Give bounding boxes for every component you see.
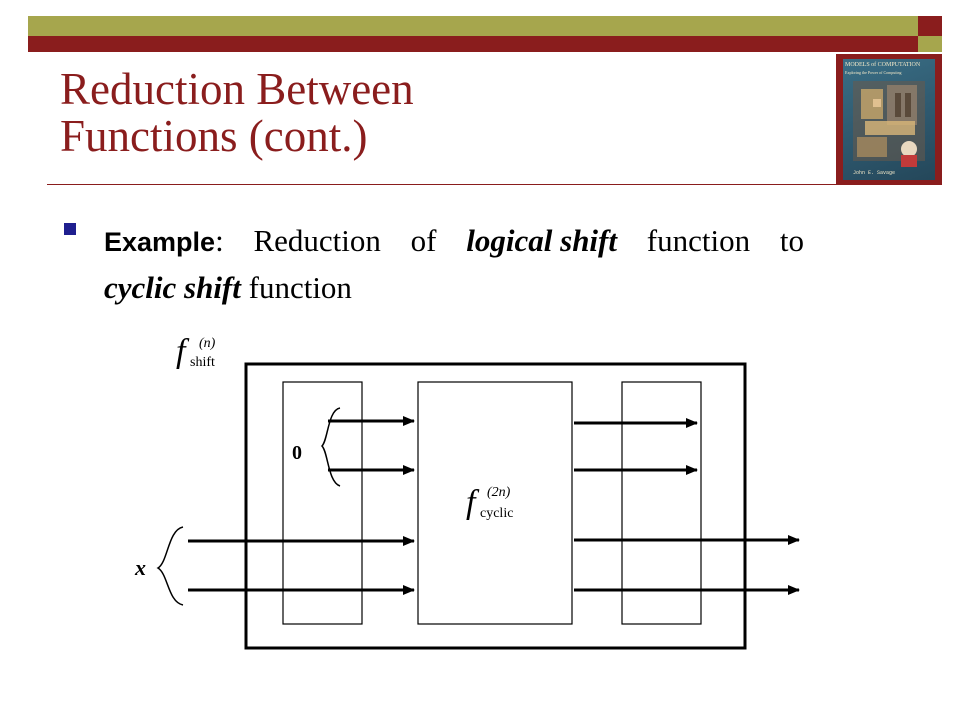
bullet-word: function <box>646 223 751 258</box>
zero-label: 0 <box>292 442 302 464</box>
slide-title-line2: Functions (cont.) <box>60 111 368 161</box>
cover-illustration <box>853 81 925 167</box>
bullet-colon: : <box>215 223 224 258</box>
header-corner-square-olive <box>918 36 942 52</box>
bullet-word: of <box>410 223 437 258</box>
cover-subtitle: Exploring the Power of Computing <box>845 70 902 75</box>
title-underline <box>47 184 837 185</box>
header-corner-square-maroon <box>918 16 942 36</box>
outer-box <box>244 362 747 650</box>
bullet-square-icon <box>64 223 76 235</box>
book-cover-image: MODELS of COMPUTATION Exploring the Powe… <box>836 54 942 185</box>
slide-title: Reduction Between Functions (cont.) <box>60 66 414 160</box>
bullet-line2: cyclic shift function <box>104 265 804 310</box>
x-brace <box>156 526 184 606</box>
bullet-emphasis: logical shift <box>466 223 617 258</box>
cover-title: MODELS of COMPUTATION <box>845 62 921 68</box>
bullet-word: function <box>248 270 352 305</box>
slide-title-line1: Reduction Between <box>60 64 414 114</box>
bullet-word: Reduction <box>253 223 381 258</box>
cover-author: John E. Savage <box>853 170 896 176</box>
left-box <box>282 381 363 625</box>
outer-function-superscript: (n) <box>199 336 216 351</box>
cyclic-shift-box <box>417 381 573 625</box>
bullet-emphasis: cyclic shift <box>104 270 241 305</box>
bullet-keyword-group: Example: <box>104 218 224 265</box>
header-bar-olive <box>28 16 942 36</box>
bullet-word: to <box>779 223 804 258</box>
header-bar-maroon <box>28 36 942 52</box>
inner-function-superscript: (2n) <box>487 485 511 500</box>
outer-function-symbol: f <box>176 333 190 370</box>
bullet-keyword: Example <box>104 227 216 257</box>
book-cover-art: MODELS of COMPUTATION Exploring the Powe… <box>843 59 935 180</box>
bullet-text: Example: Reduction of logical shift func… <box>104 218 804 310</box>
outer-function-subscript: shift <box>190 355 215 370</box>
zero-brace <box>320 407 341 487</box>
x-label: x <box>134 555 146 580</box>
bullet-line1: Example: Reduction of logical shift func… <box>104 218 804 265</box>
inner-function-symbol: f <box>466 484 480 521</box>
inner-function-subscript: cyclic <box>480 506 513 521</box>
right-box <box>621 381 702 625</box>
